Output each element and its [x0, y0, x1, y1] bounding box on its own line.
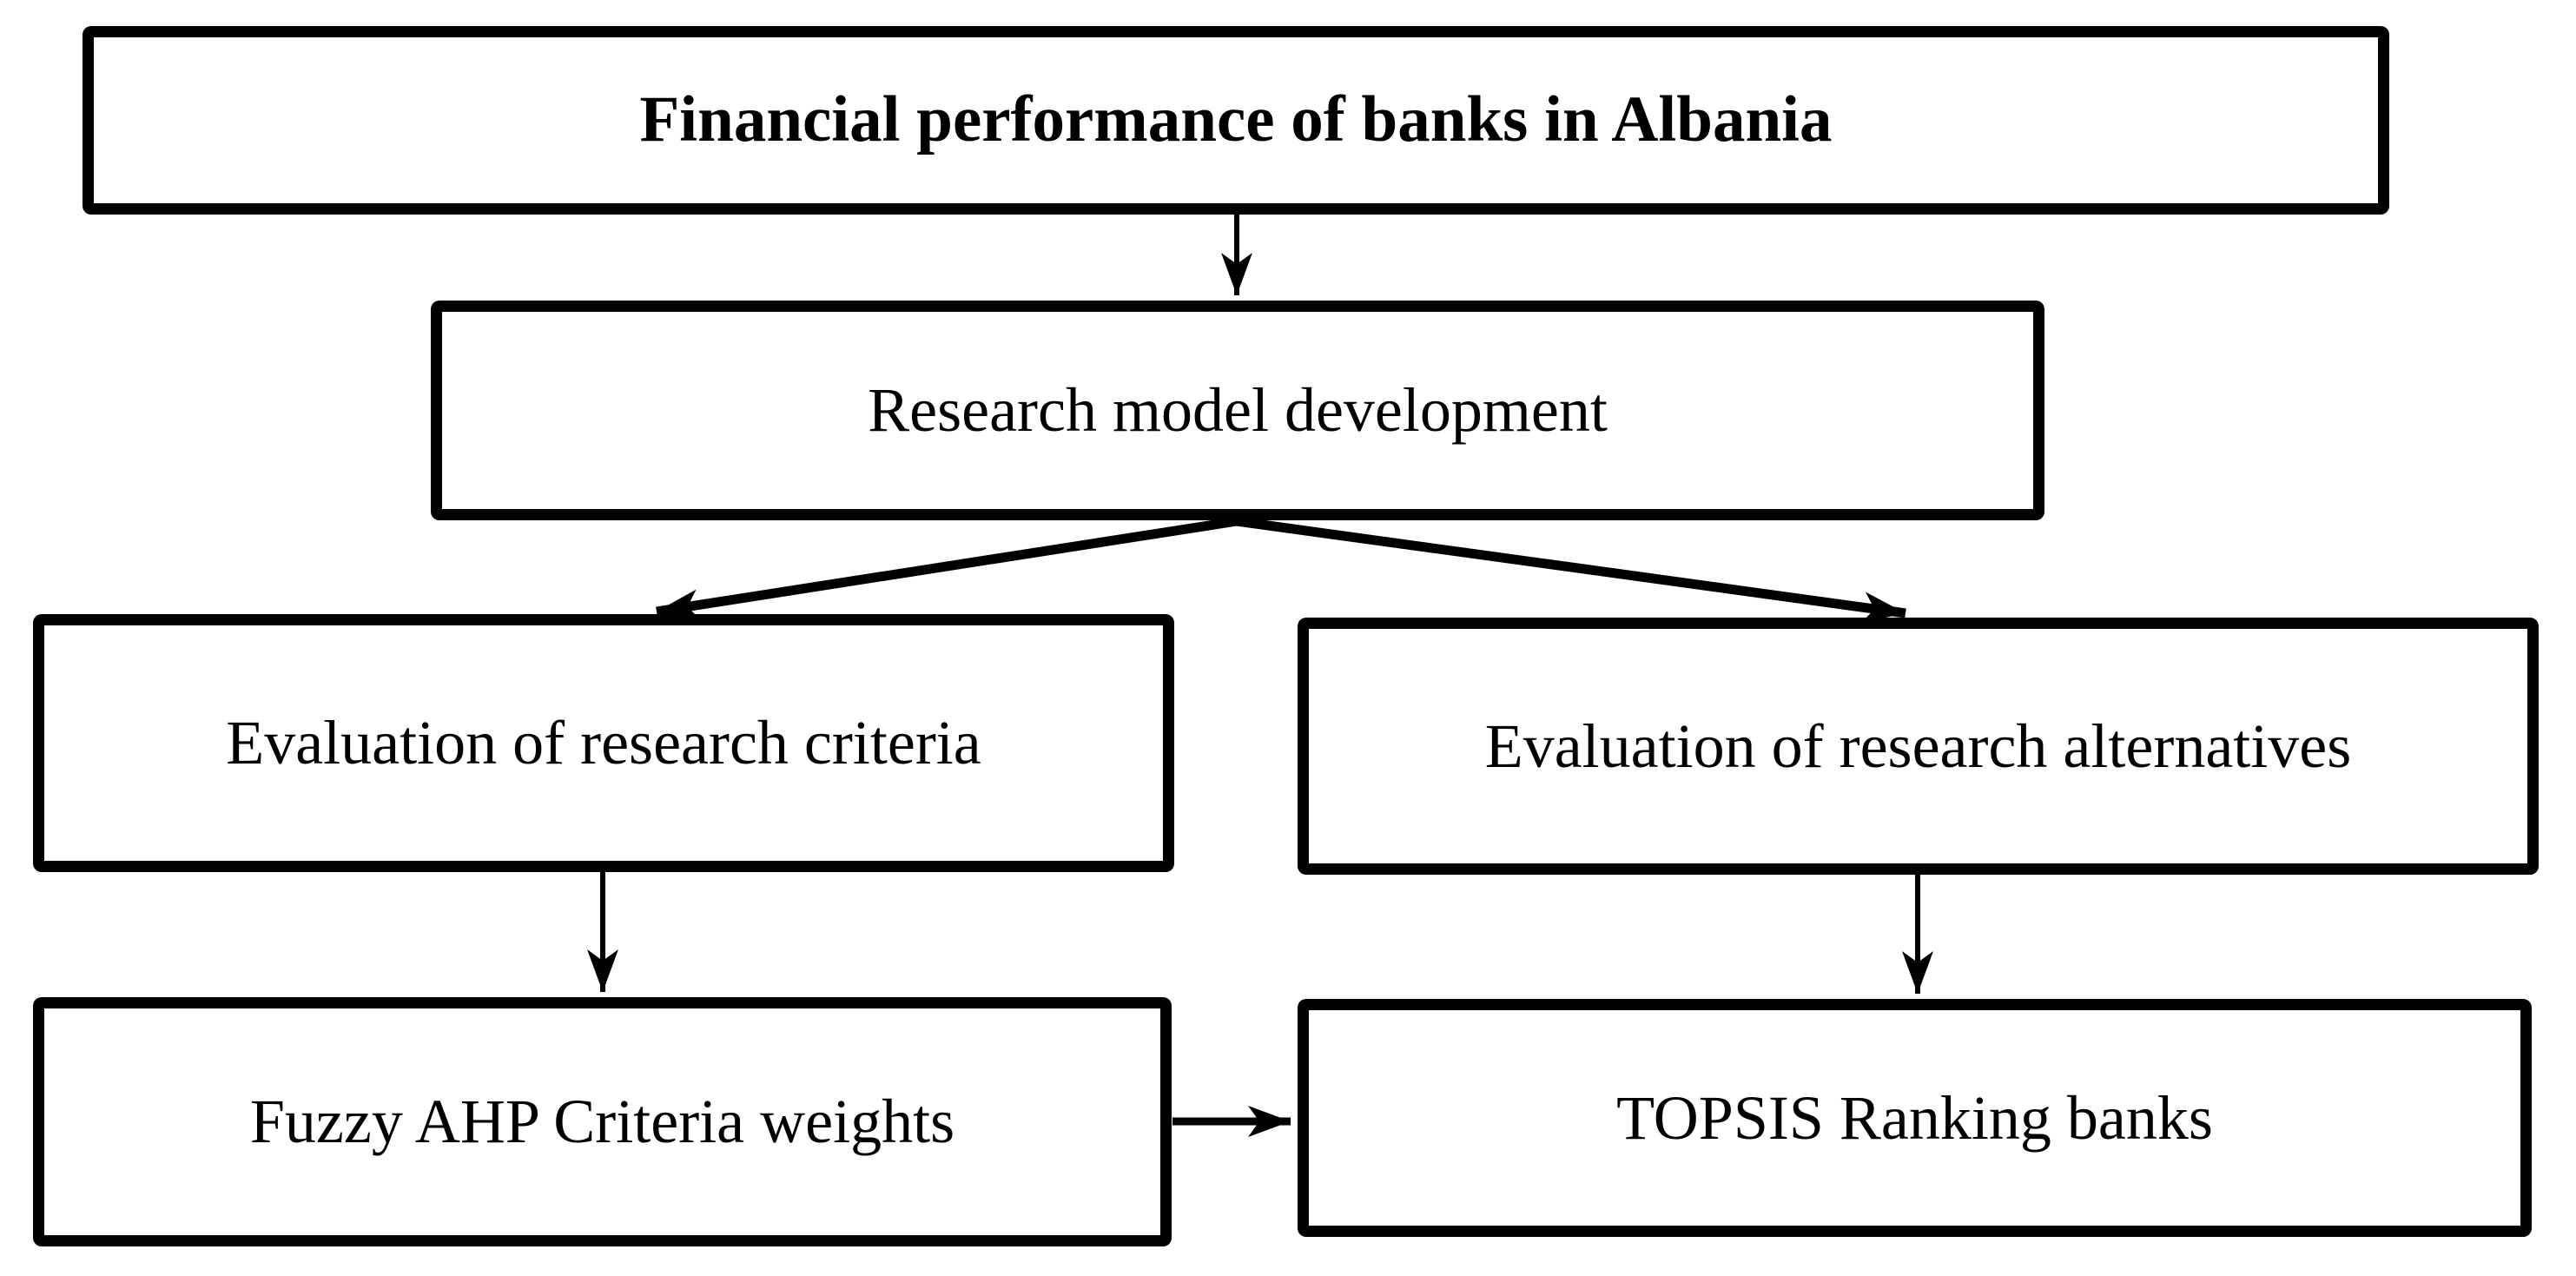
node-fuzzy-ahp-label: Fuzzy AHP Criteria weights — [249, 1087, 955, 1157]
node-evaluation-alternatives-label: Evaluation of research alternatives — [1484, 711, 2352, 781]
node-financial-performance-label: Financial performance of banks in Albani… — [639, 83, 1833, 156]
edge-model-to-criteria-arrow — [656, 516, 1238, 621]
node-research-model: Research model development — [431, 301, 2044, 520]
node-fuzzy-ahp: Fuzzy AHP Criteria weights — [33, 997, 1172, 1246]
node-topsis: TOPSIS Ranking banks — [1298, 999, 2532, 1237]
node-evaluation-criteria-label: Evaluation of research criteria — [226, 708, 981, 778]
node-topsis-label: TOPSIS Ranking banks — [1616, 1082, 2213, 1153]
edge-model-to-alternatives-arrow — [1236, 516, 1906, 624]
node-research-model-label: Research model development — [868, 375, 1608, 446]
node-evaluation-criteria: Evaluation of research criteria — [33, 614, 1174, 872]
node-evaluation-alternatives: Evaluation of research alternatives — [1298, 618, 2539, 875]
node-financial-performance: Financial performance of banks in Albani… — [83, 26, 2389, 215]
